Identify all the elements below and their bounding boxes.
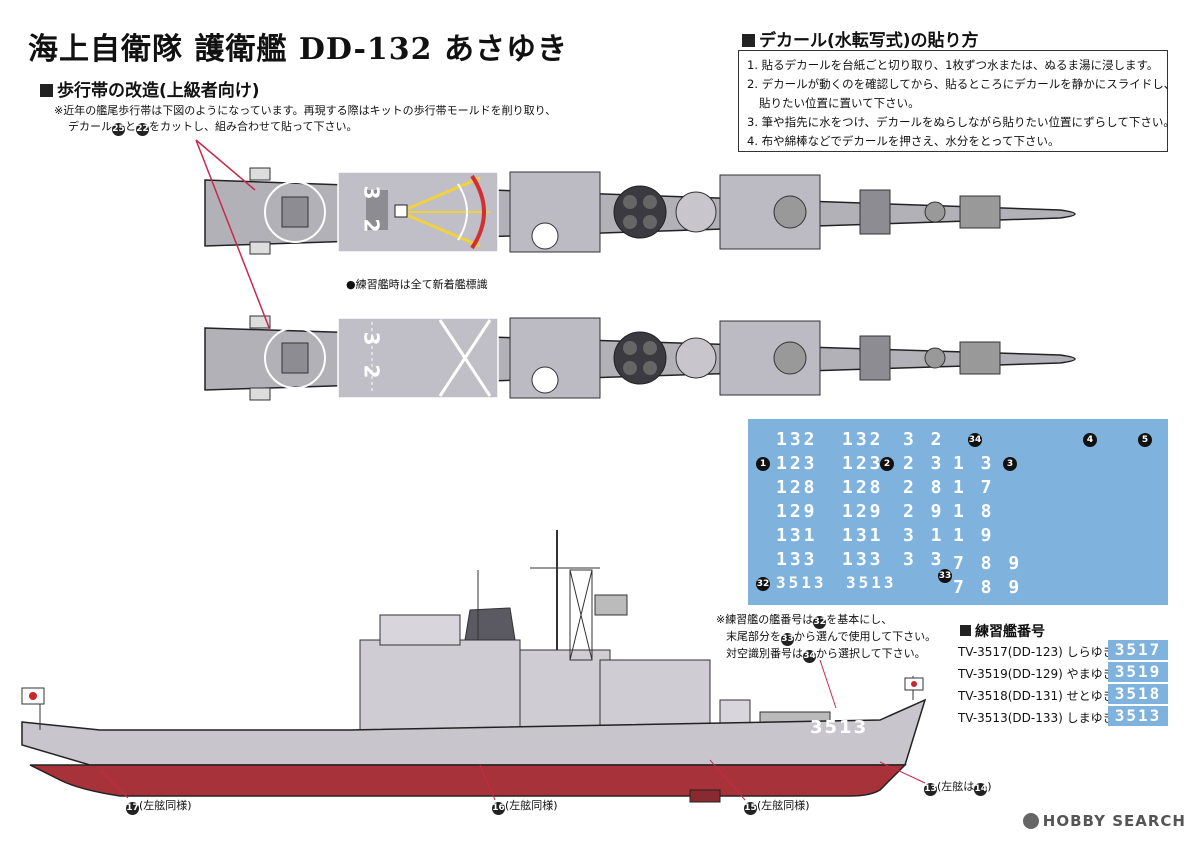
decal-marker: 33 <box>938 569 952 583</box>
walkway-note: ※近年の艦尾歩行帯は下図のようになっています。再現する際はキットの歩行帯モールド… <box>54 104 557 136</box>
deck-number: 3 2 <box>359 185 384 239</box>
top-view-training <box>204 315 1076 401</box>
training-ship-row: TV-3513(DD-133) しまゆき <box>958 711 1115 725</box>
decal-number: 132 <box>842 429 884 450</box>
training-ship-row: TV-3519(DD-129) やまゆき <box>958 667 1115 681</box>
square-bullet-icon <box>960 625 971 636</box>
decal-ref-marker: 13 <box>924 783 937 796</box>
top-view-current <box>204 167 1076 255</box>
hobby-search-logo-icon <box>1022 813 1039 829</box>
decal-number: 133 <box>842 549 884 570</box>
side-hull-number: 3513 <box>810 717 869 738</box>
decal-marker: 32 <box>756 577 770 591</box>
decal-ref-marker: 25 <box>112 123 125 136</box>
decal-marker: 5 <box>1138 433 1152 447</box>
decal-number: 128 <box>776 477 818 498</box>
decal-number: 132 <box>776 429 818 450</box>
decal-number: 3513 <box>776 573 827 592</box>
decal-number: 7 8 9 <box>953 577 1023 598</box>
decal-marker: 1 <box>756 457 770 471</box>
decal-number: 2 3 <box>903 453 945 474</box>
decal-ref-marker: 17 <box>126 802 139 815</box>
decal-number: 3513 <box>846 573 897 592</box>
decal-number: 2 9 <box>903 501 945 522</box>
side-callout: 13(左舷は14) <box>924 780 992 796</box>
decal-number: 123 <box>842 453 884 474</box>
training-ship-row: TV-3517(DD-123) しらゆき <box>958 645 1115 659</box>
deck-number: 3 2 <box>359 331 384 385</box>
decal-marker: 3 <box>1003 457 1017 471</box>
decal-number: 1 8 <box>953 501 995 522</box>
side-callout: 16(左舷同様) <box>492 799 558 815</box>
decal-number: 1 9 <box>953 525 995 546</box>
decal-marker: 34 <box>968 433 982 447</box>
training-ship-number: 3517 <box>1108 640 1168 660</box>
decal-number: 131 <box>842 525 884 546</box>
decal-ref-marker: 22 <box>136 123 149 136</box>
decal-ref-marker: 34 <box>803 650 816 663</box>
page-title: 海上自衛隊 護衛艦 DD-132 あさゆき <box>28 32 568 67</box>
watermark: HOBBY SEARCH <box>1022 812 1186 830</box>
decal-ref-marker: 15 <box>744 802 757 815</box>
square-bullet-icon <box>40 84 53 97</box>
decal-sheet: 132 132 3 2 34 1 123 123 2 2 3 1 3 3 128… <box>748 419 1168 605</box>
decal-ref-marker: 16 <box>492 802 505 815</box>
training-ships-heading: 練習艦番号 <box>960 621 1045 641</box>
decal-marker: 4 <box>1083 433 1097 447</box>
decal-number: 129 <box>776 501 818 522</box>
decal-ref-marker: 32 <box>813 616 827 629</box>
decal-number: 7 8 9 <box>953 553 1023 574</box>
training-deck-note: ●練習艦時は全て新着艦標識 <box>346 278 488 291</box>
decal-number: 2 8 <box>903 477 945 498</box>
side-callout: 15(左舷同様) <box>744 799 810 815</box>
decal-number: 3 2 <box>903 429 945 450</box>
decal-marker: 2 <box>880 457 894 471</box>
training-ship-number: 3513 <box>1108 706 1168 726</box>
training-ship-number: 3519 <box>1108 662 1168 682</box>
decal-number: 3 1 <box>903 525 945 546</box>
decal-number: 1 7 <box>953 477 995 498</box>
training-number-note: ※練習艦の艦番号は32を基本にし、 末尾部分を33から選んで使用して下さい。 対… <box>716 613 937 663</box>
decal-number: 128 <box>842 477 884 498</box>
walkway-leader-lines <box>195 139 271 331</box>
instructions-box: 1. 貼るデカールを台紙ごと切り取り、1枚ずつ水または、ぬるま湯に浸します。 2… <box>738 50 1175 152</box>
decal-number: 1 3 <box>953 453 995 474</box>
decal-ref-marker: 14 <box>974 783 988 796</box>
decal-number: 3 3 <box>903 549 945 570</box>
training-ship-number: 3518 <box>1108 684 1168 704</box>
instructions-heading: デカール(水転写式)の貼り方 <box>742 26 979 51</box>
decal-ref-marker: 33 <box>781 633 794 646</box>
training-ship-row: TV-3518(DD-131) せとゆき <box>958 689 1115 703</box>
decal-number: 131 <box>776 525 818 546</box>
square-bullet-icon <box>742 34 755 47</box>
decal-number: 123 <box>776 453 818 474</box>
side-callout: 17(左舷同様) <box>126 799 192 815</box>
decal-number: 133 <box>776 549 818 570</box>
decal-number: 129 <box>842 501 884 522</box>
side-view <box>21 530 927 803</box>
walkway-heading: 歩行帯の改造(上級者向け) <box>40 76 260 101</box>
